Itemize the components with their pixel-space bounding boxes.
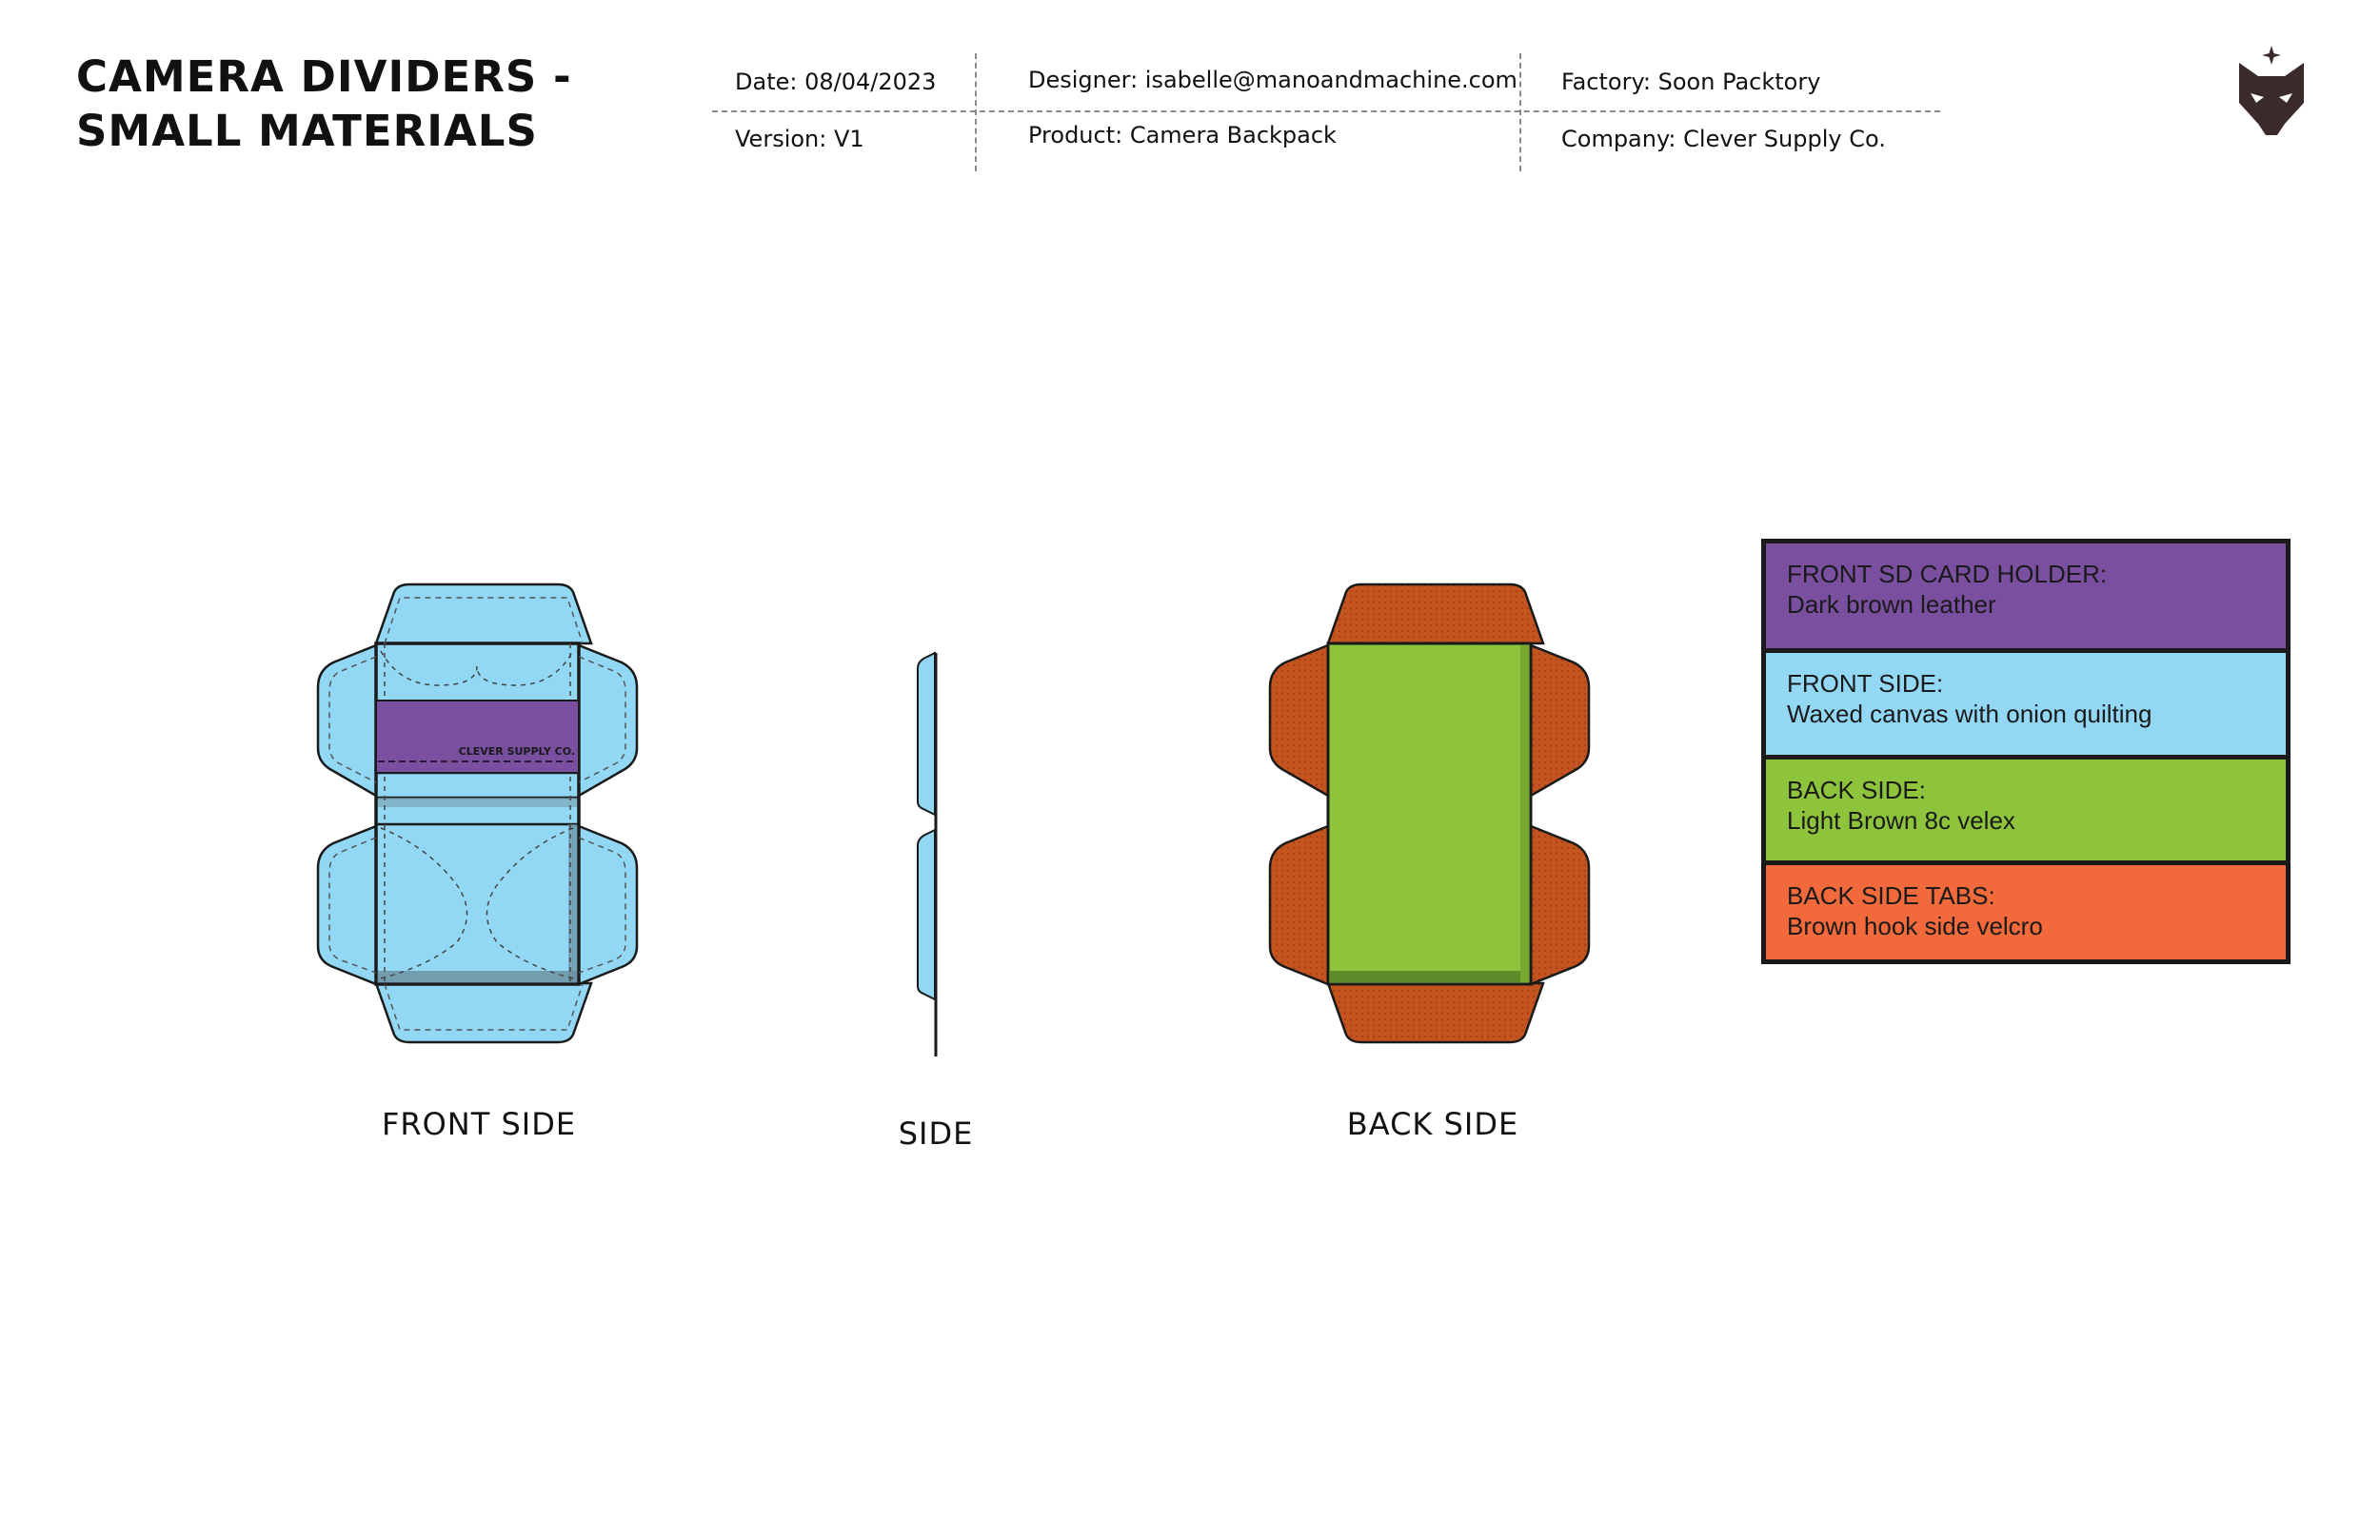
legend-front-side-title: FRONT SIDE: [1787, 669, 1944, 698]
title-line-1: CAMERA DIVIDERS - [76, 51, 572, 102]
legend-row-back-side: BACK SIDE: Light Brown 8c velex [1766, 755, 2286, 860]
legend-back-tabs-title: BACK SIDE TABS: [1787, 881, 1995, 910]
side-label: SIDE [898, 1116, 974, 1152]
meta-divider-horizontal [712, 110, 1940, 112]
front-right-lower-tab [577, 824, 639, 986]
legend-row-front-side: FRONT SIDE: Waxed canvas with onion quil… [1766, 648, 2286, 755]
meta-factory: Factory: Soon Packtory [1561, 69, 1821, 95]
front-main-panel [374, 642, 581, 986]
meta-product: Product: Camera Backpack [1028, 122, 1337, 148]
front-top-flap [374, 582, 593, 645]
meta-divider-vertical-2 [1519, 53, 1521, 171]
meta-designer: Designer: isabelle@manoandmachine.com [1028, 67, 1517, 93]
legend-back-side-title: BACK SIDE: [1787, 776, 1926, 804]
front-bottom-flap [374, 981, 593, 1044]
back-right-upper-tab [1529, 643, 1591, 799]
strap-logo-text: CLEVER SUPPLY CO. [459, 745, 575, 758]
back-right-lower-tab [1529, 824, 1591, 986]
meta-version: Version: V1 [735, 126, 864, 152]
back-left-lower-tab [1268, 824, 1330, 986]
back-top-flap [1326, 582, 1545, 645]
legend-sd-holder-title: FRONT SD CARD HOLDER: [1787, 560, 2108, 588]
side-view [917, 651, 938, 1056]
back-bottom-flap [1326, 981, 1545, 1044]
side-upper-fold [917, 651, 936, 817]
back-side-view [1268, 582, 1591, 1044]
meta-date: Date: 08/04/2023 [735, 69, 937, 95]
legend-front-side-desc: Waxed canvas with onion quilting [1787, 700, 2152, 728]
front-right-upper-tab [577, 643, 639, 799]
side-lower-fold [917, 828, 936, 1001]
legend-row-sd-holder: FRONT SD CARD HOLDER: Dark brown leather [1766, 543, 2286, 648]
materials-legend: FRONT SD CARD HOLDER: Dark brown leather… [1761, 539, 2291, 964]
front-side-view: CLEVER SUPPLY CO. [316, 582, 639, 1044]
page-title: CAMERA DIVIDERS - SMALL MATERIALS [76, 49, 572, 158]
fox-head-star-icon [2239, 46, 2304, 135]
back-left-upper-tab [1268, 643, 1330, 799]
front-side-label: FRONT SIDE [381, 1106, 577, 1142]
front-left-lower-tab [316, 824, 378, 986]
back-main-panel [1326, 642, 1533, 986]
meta-company: Company: Clever Supply Co. [1561, 126, 1886, 152]
front-left-upper-tab [316, 643, 378, 799]
title-line-2: SMALL MATERIALS [76, 106, 538, 156]
legend-row-back-tabs: BACK SIDE TABS: Brown hook side velcro [1766, 860, 2286, 959]
legend-back-side-desc: Light Brown 8c velex [1787, 806, 2015, 835]
back-side-label: BACK SIDE [1346, 1106, 1519, 1142]
legend-back-tabs-desc: Brown hook side velcro [1787, 912, 2043, 940]
spec-info-block: Date: 08/04/2023 Version: V1 Designer: i… [712, 53, 1940, 171]
legend-sd-holder-desc: Dark brown leather [1787, 590, 1996, 619]
meta-divider-vertical-1 [975, 53, 977, 171]
